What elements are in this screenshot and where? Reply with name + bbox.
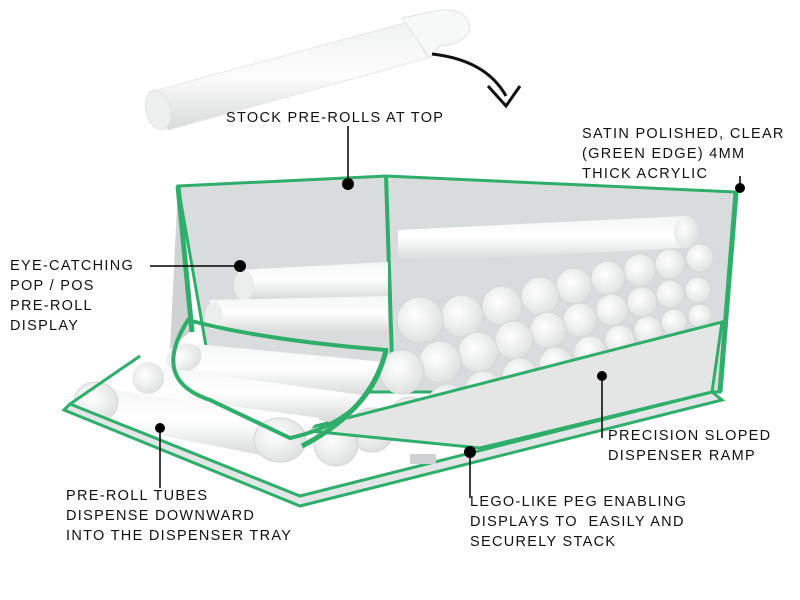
acrylic-dispenser <box>61 174 739 508</box>
callout-peg: LEGO-LIKE PEG ENABLING DISPLAYS TO EASIL… <box>470 494 688 550</box>
callout-display: EYE-CATCHING POP / POS PRE-ROLL DISPLAY <box>10 258 135 334</box>
lego-peg <box>410 454 436 464</box>
rear-tube-stack <box>205 216 698 334</box>
callout-tubes: PRE-ROLL TUBES DISPENSE DOWNWARD INTO TH… <box>66 488 293 544</box>
callout-dots <box>155 178 745 458</box>
stock-arrow-head-icon <box>486 84 522 109</box>
callout-material: SATIN POLISHED, CLEAR (GREEN EDGE) 4MM T… <box>582 126 785 182</box>
floating-preroll-tube <box>144 9 471 131</box>
callout-ramp: PRECISION SLOPED DISPENSER RAMP <box>608 428 772 464</box>
leader-lines <box>150 126 741 498</box>
stock-arrow-icon <box>431 52 508 97</box>
tube-ends-stack <box>313 243 715 467</box>
callout-stock: STOCK PRE-ROLLS AT TOP <box>226 110 445 126</box>
